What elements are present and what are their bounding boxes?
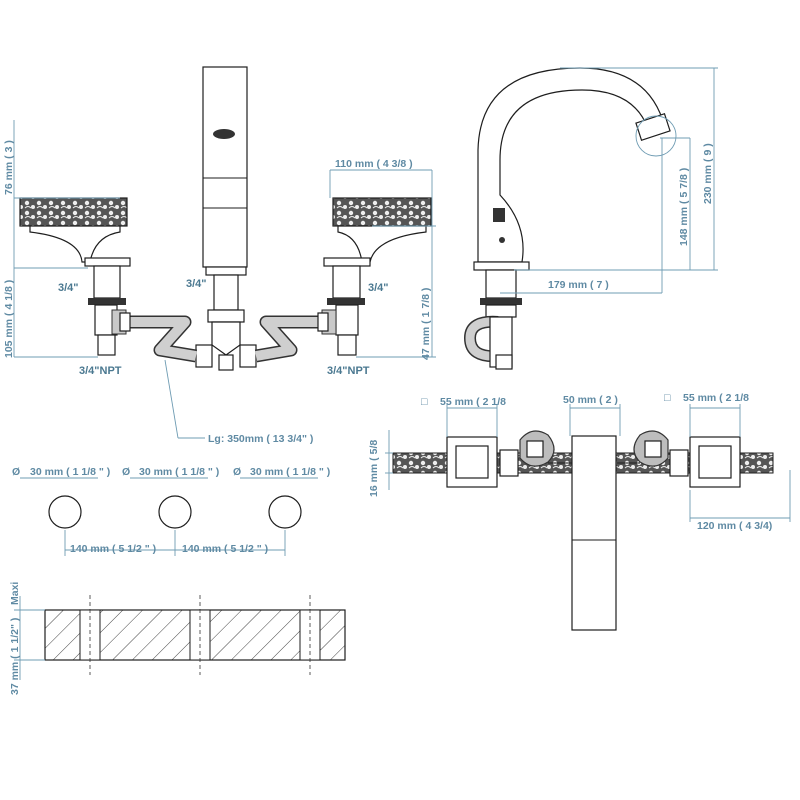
dim-hole-spacing-2: 140 mm ( 5 1/2 " ): [182, 543, 268, 555]
deck-section: [14, 595, 346, 680]
side-view: [463, 67, 718, 370]
left-handle: [19, 197, 131, 356]
thread-label-center: 3/4": [186, 278, 207, 290]
npt-label-right: 3/4"NPT: [327, 365, 370, 377]
dim-hole-dia-3: 30 mm ( 1 1/8 " ): [250, 466, 330, 478]
dim-hole-dia-2: 30 mm ( 1 1/8 " ): [139, 466, 219, 478]
front-view: [13, 66, 436, 439]
diameter-symbol-3: Ø: [233, 466, 241, 478]
dim-plan-thickness: 16 mm ( 5/8: [368, 440, 380, 497]
dim-handle-height: 76 mm ( 3 ): [3, 140, 15, 195]
dim-hose-length: Lg: 350mm ( 13 3/4" ): [208, 433, 313, 445]
dim-rosette-right: 55 mm ( 2 1/8: [683, 392, 749, 404]
dim-hole-dia-1: 30 mm ( 1 1/8 " ): [30, 466, 110, 478]
dim-body-height-right: 47 mm ( 1 7/8 ): [420, 288, 432, 360]
dim-handle-width: 110 mm ( 4 3/8 ): [335, 158, 413, 170]
front-dimension-lines: [13, 120, 436, 439]
thread-label-left: 3/4": [58, 282, 79, 294]
dim-body-height-left: 105 mm ( 4 1/8 ): [3, 280, 15, 358]
right-handle: [321, 197, 432, 356]
drill-holes: [20, 477, 318, 556]
plan-dimension-lines: [385, 404, 791, 522]
dim-spout-height-low: 148 mm ( 5 7/8 ): [678, 168, 690, 246]
square-symbol-left: □: [421, 396, 428, 408]
npt-label-left: 3/4"NPT: [79, 365, 122, 377]
dim-rosette-center: 50 mm ( 2 ): [563, 394, 618, 406]
dim-spout-height-high: 230 mm ( 9 ): [702, 143, 714, 204]
labels: 76 mm ( 3 ) 105 mm ( 4 1/8 ) 3/4" 3/4" 3…: [3, 140, 772, 695]
diameter-symbol-1: Ø: [12, 466, 20, 478]
diameter-symbol-2: Ø: [122, 466, 130, 478]
dim-hole-spacing-1: 140 mm ( 5 1/2 " ): [70, 543, 156, 555]
center-spout: [195, 66, 257, 371]
dim-rosette-left: 55 mm ( 2 1/8: [440, 396, 506, 408]
dim-deck-thickness: 37 mm ( 1 1/2" ): [9, 618, 21, 695]
dim-deck-max: Maxi: [9, 582, 21, 605]
dim-spout-reach: 179 mm ( 7 ): [548, 279, 609, 291]
plan-view: [385, 404, 791, 631]
thread-label-right: 3/4": [368, 282, 389, 294]
square-symbol-right: □: [664, 392, 671, 404]
side-dimension-lines: [500, 67, 718, 294]
connecting-hoses: [119, 312, 329, 363]
dim-plan-half-span: 120 mm ( 4 3/4): [697, 520, 772, 532]
